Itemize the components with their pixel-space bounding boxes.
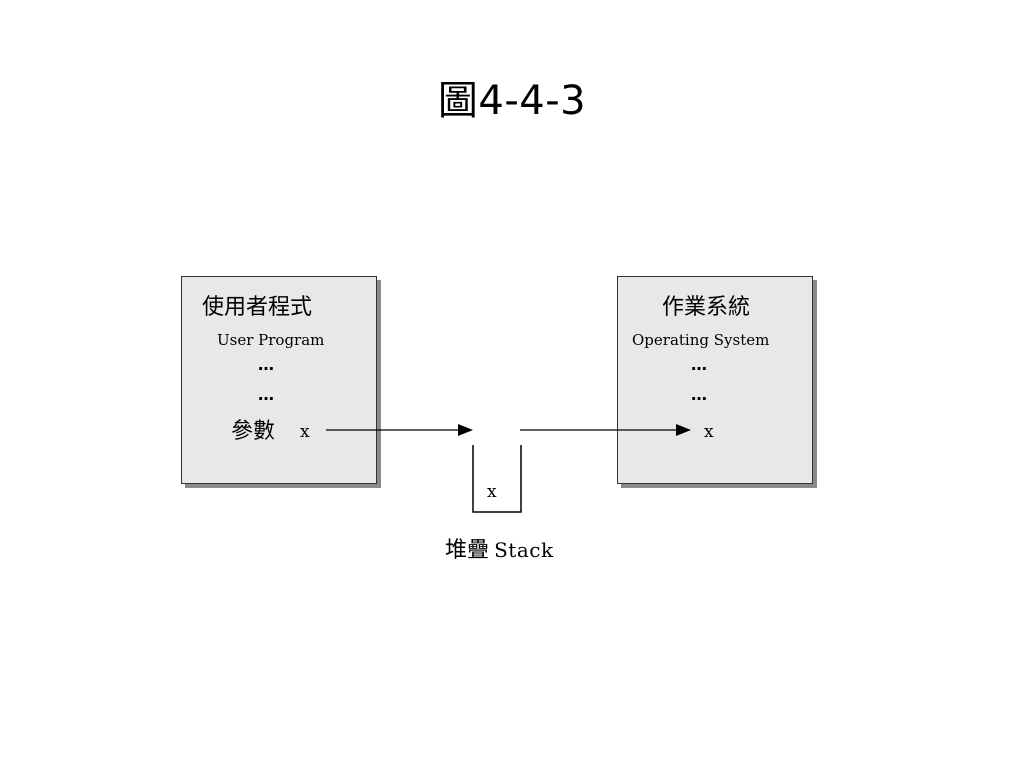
os-title-zh: 作業系統 [662,295,751,320]
os-title-en: Operating System [632,331,770,349]
arrow-to-stack [326,424,473,436]
operating-system-box: 作業系統 Operating System … … x [617,276,813,484]
user-program-ellipsis-2: … [258,385,275,404]
arrow-to-os [520,424,691,436]
user-program-title-zh: 使用者程式 [202,295,313,320]
user-program-box: 使用者程式 User Program … … 參數 x [181,276,377,484]
stack-label: 堆疊 Stack [445,538,554,564]
stack-item-x: x [487,482,497,502]
slide-title: 圖4-4-3 [437,78,587,124]
user-program-param-x: x [300,422,310,442]
stack-label-zh: 堆疊 [445,538,490,563]
user-program-title-en: User Program [217,331,325,349]
user-program-ellipsis-1: … [258,355,275,374]
os-ellipsis-2: … [691,385,708,404]
os-ellipsis-1: … [691,355,708,374]
param-label: 參數 [231,419,276,444]
stack-container [472,445,522,513]
os-param-x: x [704,422,714,442]
stack-label-en: Stack [494,538,554,562]
